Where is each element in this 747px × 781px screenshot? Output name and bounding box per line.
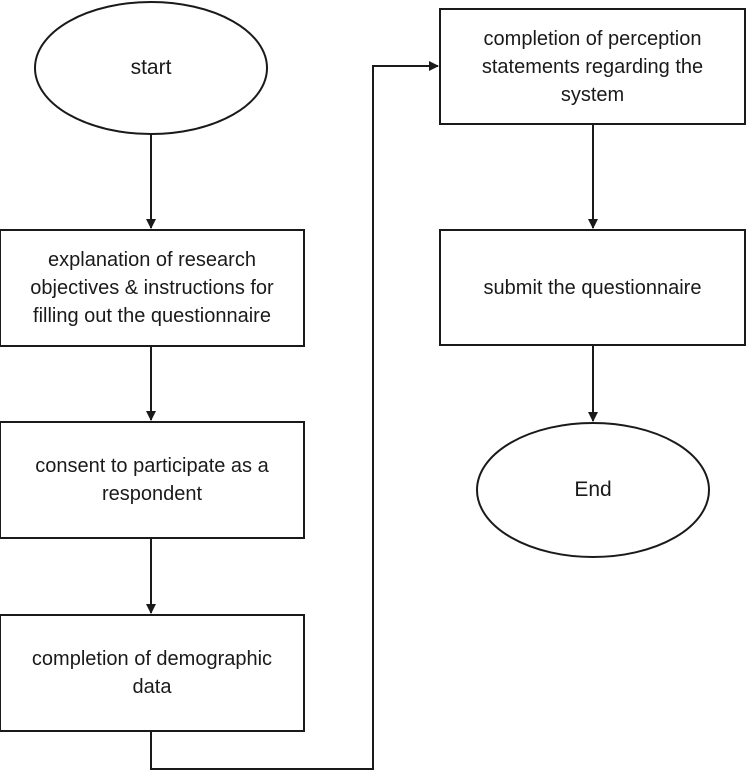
submit-process-box [439, 229, 746, 346]
explanation-label: explanation of research objectives & ins… [30, 249, 274, 327]
start-label: start [130, 56, 172, 79]
end-terminator [476, 422, 710, 558]
arrow-demographic-to-perception [150, 61, 439, 770]
demographic-process-box [0, 614, 305, 732]
demographic-label: completion of demographic data [31, 648, 273, 698]
explanation-process-box [0, 229, 305, 347]
perception-label: completion of perception statements rega… [481, 27, 704, 106]
end-label: End [574, 478, 612, 501]
submit-label: submit the questionnaire [483, 276, 702, 299]
consent-label: consent to participate as a respondent [35, 455, 269, 505]
consent-process-box [0, 421, 305, 539]
perception-process-box [439, 8, 746, 125]
